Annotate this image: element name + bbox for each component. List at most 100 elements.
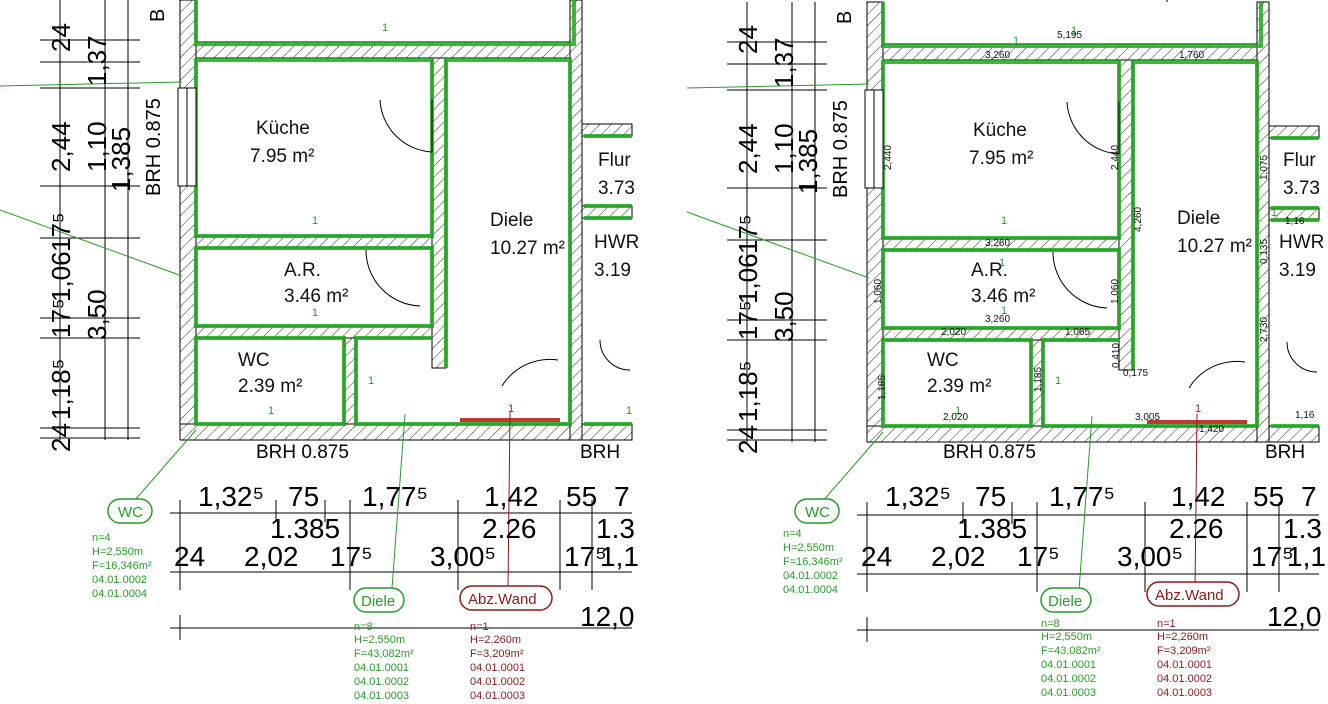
tag-abz-wand[interactable]: Abz.Wand xyxy=(459,585,553,611)
detail-line: F=3,209m² xyxy=(1157,645,1211,657)
tag-abz-details: n=1 H=2,260m F=3,209m² 04.01.0001 04.01.… xyxy=(470,621,525,702)
left-panel-text: B 24 2,44 3,50 24 1,37 1,10 1,385 1,06 1… xyxy=(46,9,639,702)
wall-length-hwr-b: 0,135 xyxy=(1259,239,1270,264)
wall-count: 1 xyxy=(1013,35,1019,47)
room-name-kueche: Küche xyxy=(973,120,1027,141)
dim-left-1385: 1,385 xyxy=(106,127,136,192)
tag-diele-details: n=8 H=2,550m F=43,082m² 04.01.0001 04.01… xyxy=(1041,618,1101,699)
detail-line: n=4 xyxy=(783,528,802,540)
wall-length-bottom-diele: 3,005 xyxy=(1135,412,1160,423)
dim-left-175b: 17⁵ xyxy=(733,300,763,340)
tag-abz-wand[interactable]: Abz.Wand xyxy=(1146,581,1240,607)
wall-count: 1 xyxy=(1271,207,1277,219)
detail-line: n=4 xyxy=(92,532,111,544)
room-area-flur: 3.73 xyxy=(1283,178,1320,199)
wall-count: 1 xyxy=(1055,375,1061,387)
room-name-flur: Flur xyxy=(1283,150,1316,171)
brh-bottom: BRH 0.875 xyxy=(256,442,349,463)
room-area-diele: 10.27 m² xyxy=(490,238,565,259)
detail-line: H=2,550m xyxy=(783,542,834,554)
room-name-ar: A.R. xyxy=(284,260,321,281)
tag-label: Abz.Wand xyxy=(1155,587,1224,604)
wall-length-abz: 1,420 xyxy=(1199,424,1224,435)
brh-bottom-right: BRH xyxy=(580,442,620,463)
dim-bottom-r1: 75 xyxy=(288,481,319,512)
dim-bottom-r2: 1.3 xyxy=(596,513,635,544)
dim-bottom-r1: 1,42 xyxy=(484,481,539,512)
dim-bottom-r2: 2.26 xyxy=(1169,513,1224,544)
wall-length-wc-bottom: 2,020 xyxy=(943,412,968,423)
tag-wc[interactable]: WC xyxy=(107,498,153,524)
detail-line: n=1 xyxy=(1157,618,1176,630)
detail-line: 04.01.0004 xyxy=(92,588,147,600)
wall-count: 1 xyxy=(382,22,388,34)
tag-label: Abz.Wand xyxy=(468,591,537,608)
wall-length-mid: 1,065 xyxy=(1065,327,1090,338)
room-name-kueche: Küche xyxy=(256,118,310,139)
tag-label: Diele xyxy=(1048,593,1082,610)
wall-length-ar-right: 1,060 xyxy=(1110,279,1121,304)
wall-count: 1 xyxy=(368,375,374,387)
dim-bottom-r3: 1,1 xyxy=(1287,541,1326,572)
detail-line: F=43,082m² xyxy=(1041,645,1101,657)
tag-label: WC xyxy=(118,504,143,521)
room-area-ar: 3.46 m² xyxy=(284,286,348,307)
tag-diele[interactable]: Diele xyxy=(1040,587,1092,613)
dim-bottom-r1: 7 xyxy=(614,481,630,512)
dim-bottom-r3: 3,00⁵ xyxy=(430,541,496,572)
wall-length-hwr-a: 1,16 xyxy=(1285,216,1305,227)
detail-line: 04.01.0001 xyxy=(354,662,409,674)
dim-bottom-r1: 75 xyxy=(975,481,1006,512)
dim-bottom-r1: 1,77⁵ xyxy=(362,481,428,512)
wall-length-wc-left: 1,185 xyxy=(877,375,888,400)
detail-line: F=43,082m² xyxy=(354,648,414,660)
top-letter: B xyxy=(834,11,856,24)
dim-bottom-r3: 24 xyxy=(861,541,892,572)
room-area-wc: 2.39 m² xyxy=(238,376,302,397)
dim-left-244: 2,44 xyxy=(733,123,763,174)
wall-count: 1 xyxy=(268,405,274,417)
detail-line: n=1 xyxy=(470,621,489,633)
detail-line: 04.01.0002 xyxy=(470,676,525,688)
detail-line: 04.01.0002 xyxy=(1041,673,1096,685)
wall-count: 1 xyxy=(1071,25,1077,37)
dim-left-24-top: 24 xyxy=(46,23,76,52)
tag-wc[interactable]: WC xyxy=(794,498,840,524)
detail-line: 04.01.0002 xyxy=(1157,673,1212,685)
tag-abz-details: n=1 H=2,260m F=3,209m² 04.01.0001 04.01.… xyxy=(1157,618,1212,699)
room-area-flur: 3.73 xyxy=(598,178,635,199)
wall-length-top-b: 1,760 xyxy=(1179,50,1204,61)
wall-length-top: 5,195 xyxy=(1057,30,1082,41)
dim-bottom-r2: 1.385 xyxy=(270,513,340,544)
room-name-ar: A.R. xyxy=(971,260,1008,281)
detail-line: H=2,260m xyxy=(470,634,521,646)
wall-count: 1 xyxy=(1001,305,1007,317)
wall-length-hwr-side: 2,730 xyxy=(1259,317,1270,342)
tag-wc-details: n=4 H=2,550m F=16,346m² 04.01.0002 04.01… xyxy=(783,528,843,596)
brh-bottom-right: BRH xyxy=(1265,442,1305,463)
tag-diele[interactable]: Diele xyxy=(353,587,405,613)
wall-length-flur-side: 1,075 xyxy=(1259,155,1270,180)
room-area-kueche: 7.95 m² xyxy=(969,148,1033,169)
wall-length-wc-top: 2,020 xyxy=(941,327,966,338)
dim-left-350: 3,50 xyxy=(82,289,112,340)
dim-bottom-r3: 1,1 xyxy=(600,541,639,572)
wall-length-ar-left: 1,060 xyxy=(873,279,884,304)
dim-bottom-r1: 1,77⁵ xyxy=(1049,481,1115,512)
dim-left-175a: 17⁵ xyxy=(733,214,763,254)
detail-line: 04.01.0001 xyxy=(1041,659,1096,671)
room-area-kueche: 7.95 m² xyxy=(250,146,314,167)
room-area-ar: 3.46 m² xyxy=(971,286,1035,307)
tag-wc-details: n=4 H=2,550m F=16,346m² 04.01.0002 04.01… xyxy=(92,532,152,600)
dim-left-1185: 1,18⁵ xyxy=(46,359,76,420)
detail-line: H=2,550m xyxy=(1041,631,1092,643)
dim-bottom-r3: 2,02 xyxy=(931,541,986,572)
dim-bottom-r1: 1,32⁵ xyxy=(885,481,951,512)
wall-count: 1 xyxy=(1001,215,1007,227)
dim-bottom-r1: 55 xyxy=(566,481,597,512)
room-area-wc: 2.39 m² xyxy=(927,376,991,397)
wall-count: 1 xyxy=(508,403,514,415)
detail-line: 04.01.0001 xyxy=(470,662,525,674)
wall-count: 1 xyxy=(312,307,318,319)
detail-line: H=2,550m xyxy=(354,634,405,646)
